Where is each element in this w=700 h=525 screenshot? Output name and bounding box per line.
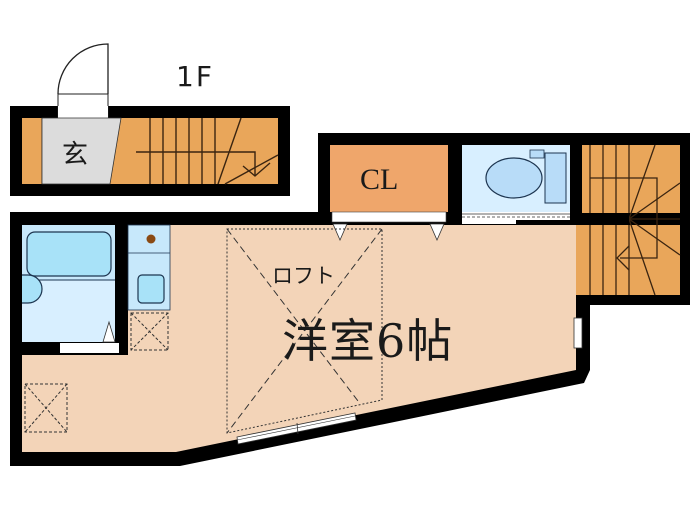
- stove-burner: [146, 234, 156, 244]
- closet: [330, 145, 448, 212]
- bathtub: [26, 231, 112, 277]
- main-building: [10, 133, 690, 466]
- side-window: [573, 317, 583, 349]
- first-floor-stairs: [136, 117, 279, 185]
- loft-label: ロフト: [272, 264, 335, 288]
- bottom-window: [236, 412, 357, 445]
- toilet-tank: [544, 152, 567, 204]
- entrance-floor: [41, 117, 122, 185]
- first-floor-block: [10, 43, 290, 196]
- main-room-label: 洋室6帖: [282, 314, 454, 368]
- bathroom-door: [60, 343, 119, 353]
- floor-label: 1F: [176, 60, 214, 93]
- second-floor-stairs: [589, 144, 681, 296]
- entrance-label: 玄: [62, 140, 89, 170]
- wash-basin: [22, 274, 43, 304]
- storage-dashed-1: [130, 312, 169, 351]
- closet-label: CL: [360, 163, 399, 196]
- storage-dashed-2: [24, 383, 68, 433]
- kitchen-sink: [137, 274, 165, 304]
- closet-door: [331, 211, 447, 223]
- loft-outline: [226, 228, 383, 434]
- entrance-door-swing: [57, 43, 109, 95]
- toilet-bowl: [485, 157, 543, 199]
